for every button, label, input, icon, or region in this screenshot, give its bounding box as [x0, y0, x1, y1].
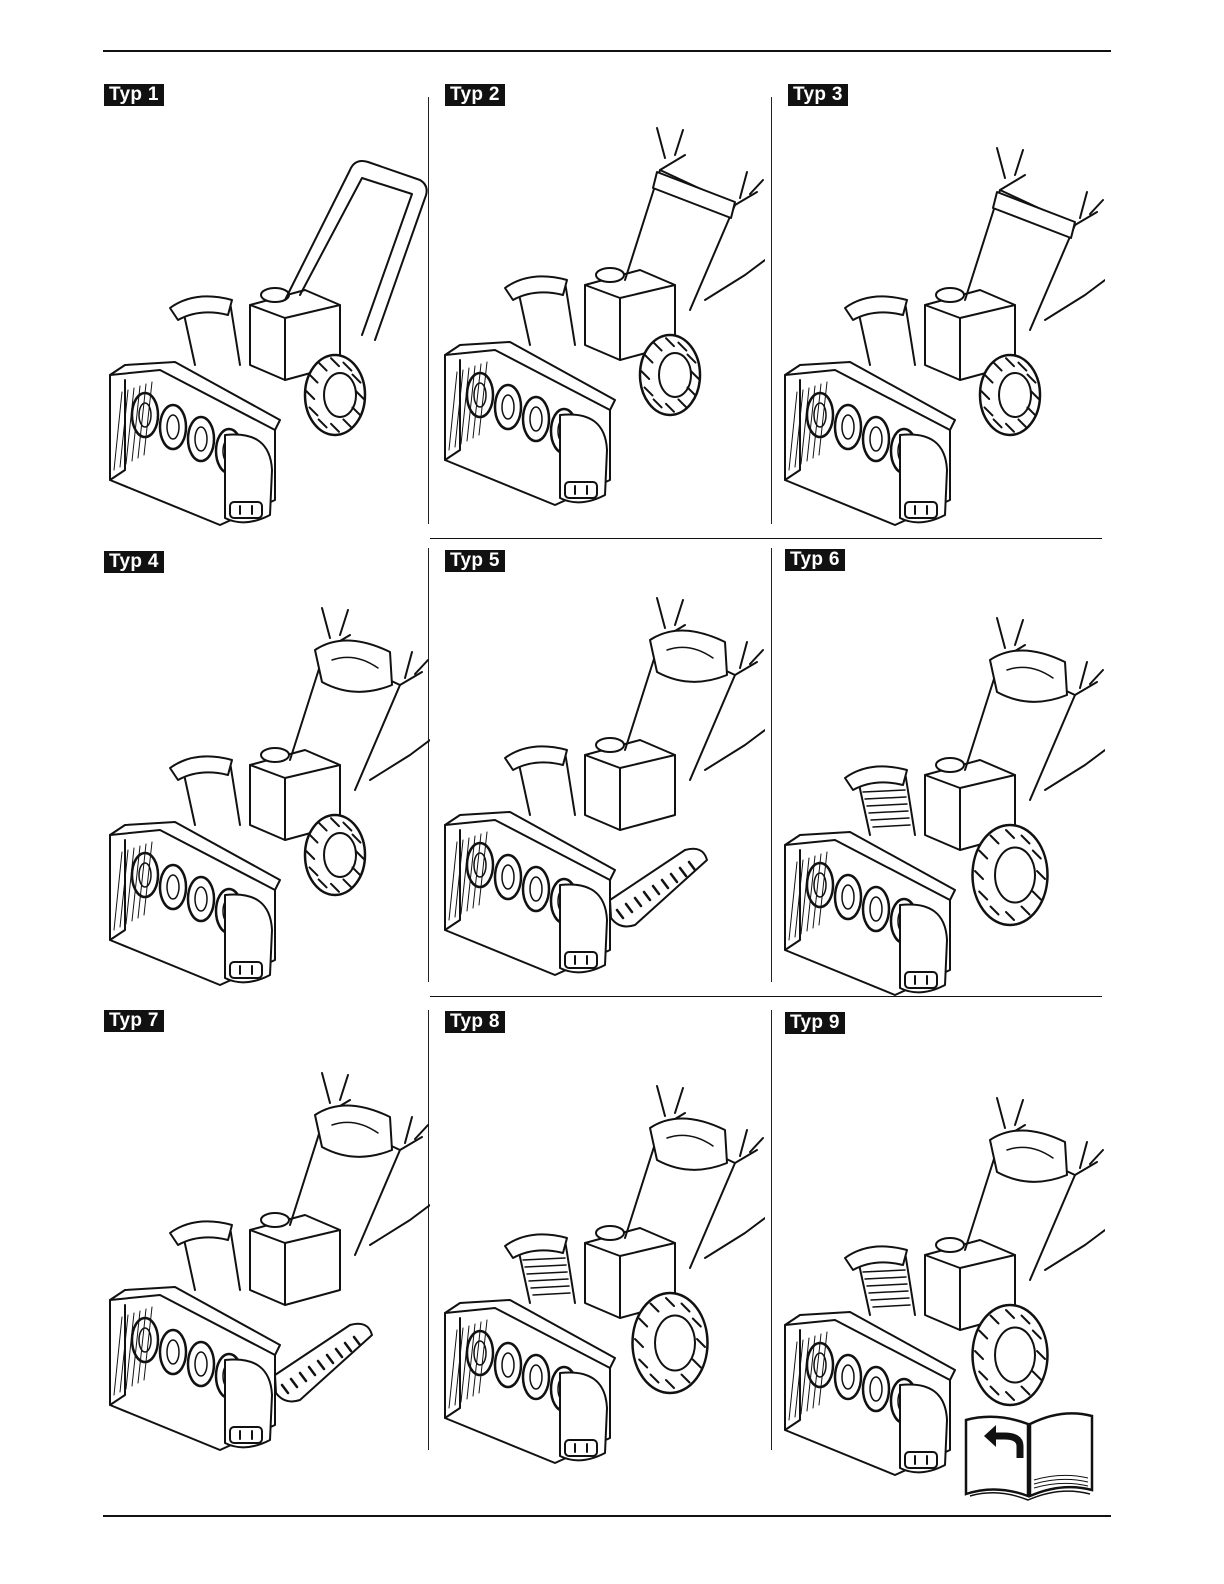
type-label: Typ 8	[445, 1011, 505, 1033]
type-label: Typ 3	[788, 84, 848, 106]
snow-thrower-illustration	[435, 110, 765, 510]
top-rule	[103, 50, 1111, 52]
type-label: Typ 6	[785, 549, 845, 571]
column-separator	[771, 548, 772, 982]
snow-thrower-illustration	[775, 130, 1105, 530]
type-label: Typ 2	[445, 84, 505, 106]
column-separator	[771, 1010, 772, 1450]
type-label: Typ 4	[104, 551, 164, 573]
type-label: Typ 9	[785, 1012, 845, 1034]
snow-thrower-illustration	[100, 1055, 430, 1455]
snow-thrower-illustration	[435, 1068, 765, 1468]
snow-thrower-illustration	[100, 590, 430, 990]
snow-thrower-illustration	[775, 600, 1105, 1000]
bottom-rule	[103, 1515, 1111, 1517]
snow-thrower-illustration	[435, 580, 765, 980]
type-label: Typ 5	[445, 550, 505, 572]
column-separator	[771, 97, 772, 524]
open-book-turn-page-icon	[962, 1410, 1096, 1507]
type-label: Typ 1	[104, 84, 164, 106]
row-separator-1	[430, 538, 1102, 539]
snow-thrower-illustration	[100, 130, 430, 530]
type-label: Typ 7	[104, 1010, 164, 1032]
